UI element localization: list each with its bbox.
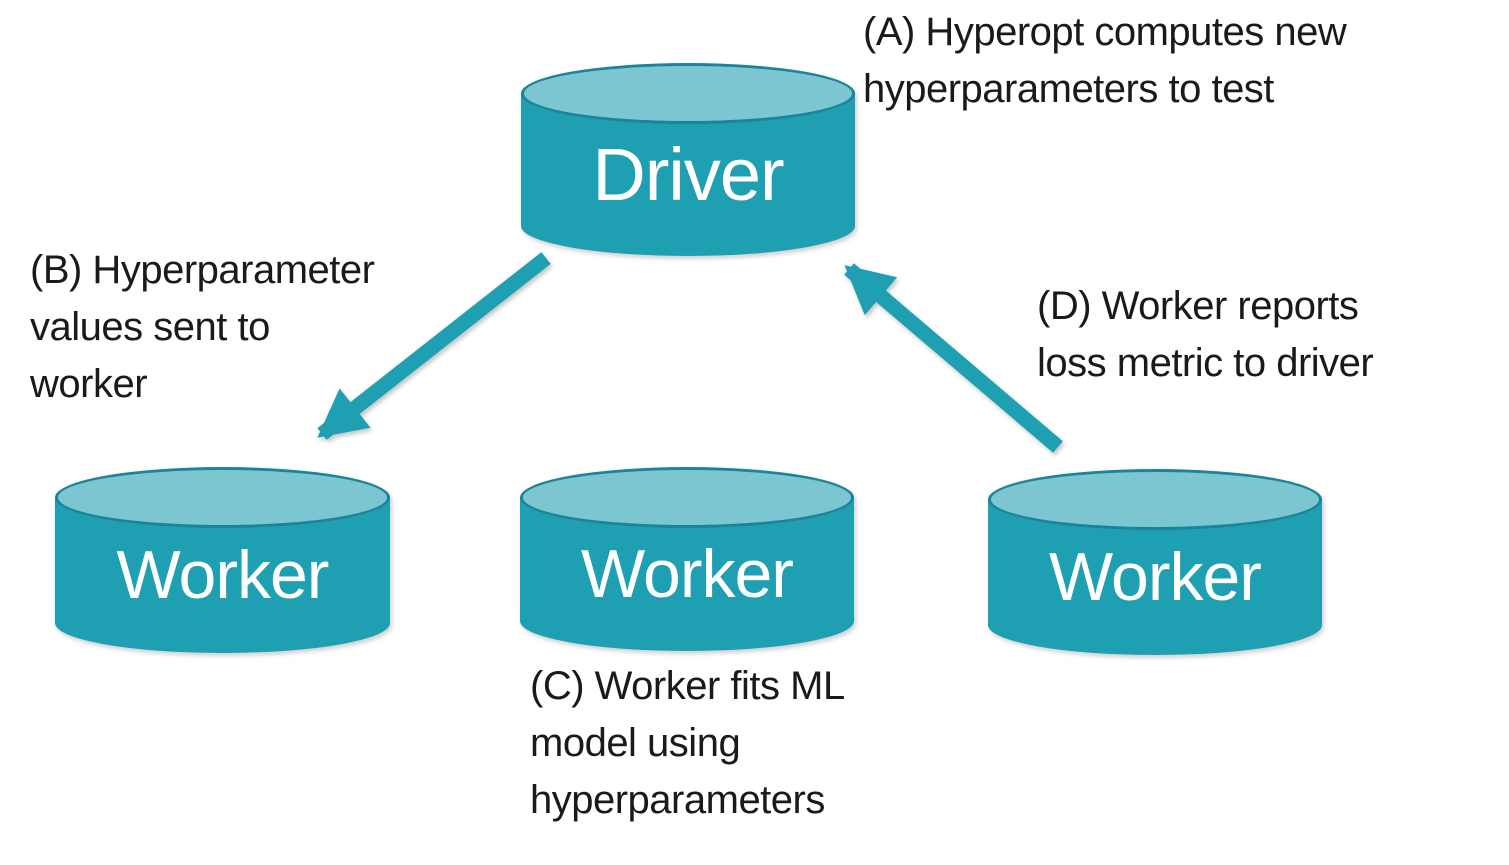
cylinder-top bbox=[520, 467, 854, 528]
arrow-worker-right-to-driver bbox=[844, 263, 1063, 453]
annotation-c-line-1: (C) Worker fits ML bbox=[530, 664, 845, 708]
arrow-driver-to-worker-left bbox=[317, 252, 551, 440]
annotation-c: (C) Worker fits ML model using hyperpara… bbox=[530, 658, 845, 829]
annotation-a-line-2: hyperparameters to test bbox=[863, 67, 1274, 111]
worker-center-label: Worker bbox=[581, 536, 794, 612]
driver-label: Driver bbox=[592, 133, 784, 216]
cylinder-top bbox=[521, 63, 855, 124]
annotation-d-line-1: (D) Worker reports bbox=[1037, 284, 1359, 328]
worker-left-label: Worker bbox=[116, 537, 330, 613]
annotation-b-line-3: worker bbox=[30, 362, 148, 406]
annotation-b-line-2: values sent to bbox=[30, 305, 270, 349]
annotation-a-line-1: (A) Hyperopt computes new bbox=[863, 10, 1347, 54]
annotation-a: (A) Hyperopt computes new hyperparameter… bbox=[863, 4, 1347, 118]
annotation-d: (D) Worker reports loss metric to driver bbox=[1037, 278, 1374, 392]
worker-center-node: Worker bbox=[520, 467, 854, 651]
annotation-b: (B) Hyperparameter values sent to worker bbox=[30, 242, 375, 413]
cylinder-top bbox=[55, 467, 390, 528]
worker-right-label: Worker bbox=[1049, 539, 1262, 615]
worker-right-node: Worker bbox=[988, 469, 1322, 655]
annotation-b-line-1: (B) Hyperparameter bbox=[30, 248, 375, 292]
annotation-c-line-3: hyperparameters bbox=[530, 778, 825, 822]
annotation-d-line-2: loss metric to driver bbox=[1037, 341, 1374, 385]
cylinder-top bbox=[988, 469, 1322, 530]
worker-left-node: Worker bbox=[55, 467, 390, 653]
annotation-c-line-2: model using bbox=[530, 721, 741, 765]
driver-node: Driver bbox=[521, 63, 855, 256]
